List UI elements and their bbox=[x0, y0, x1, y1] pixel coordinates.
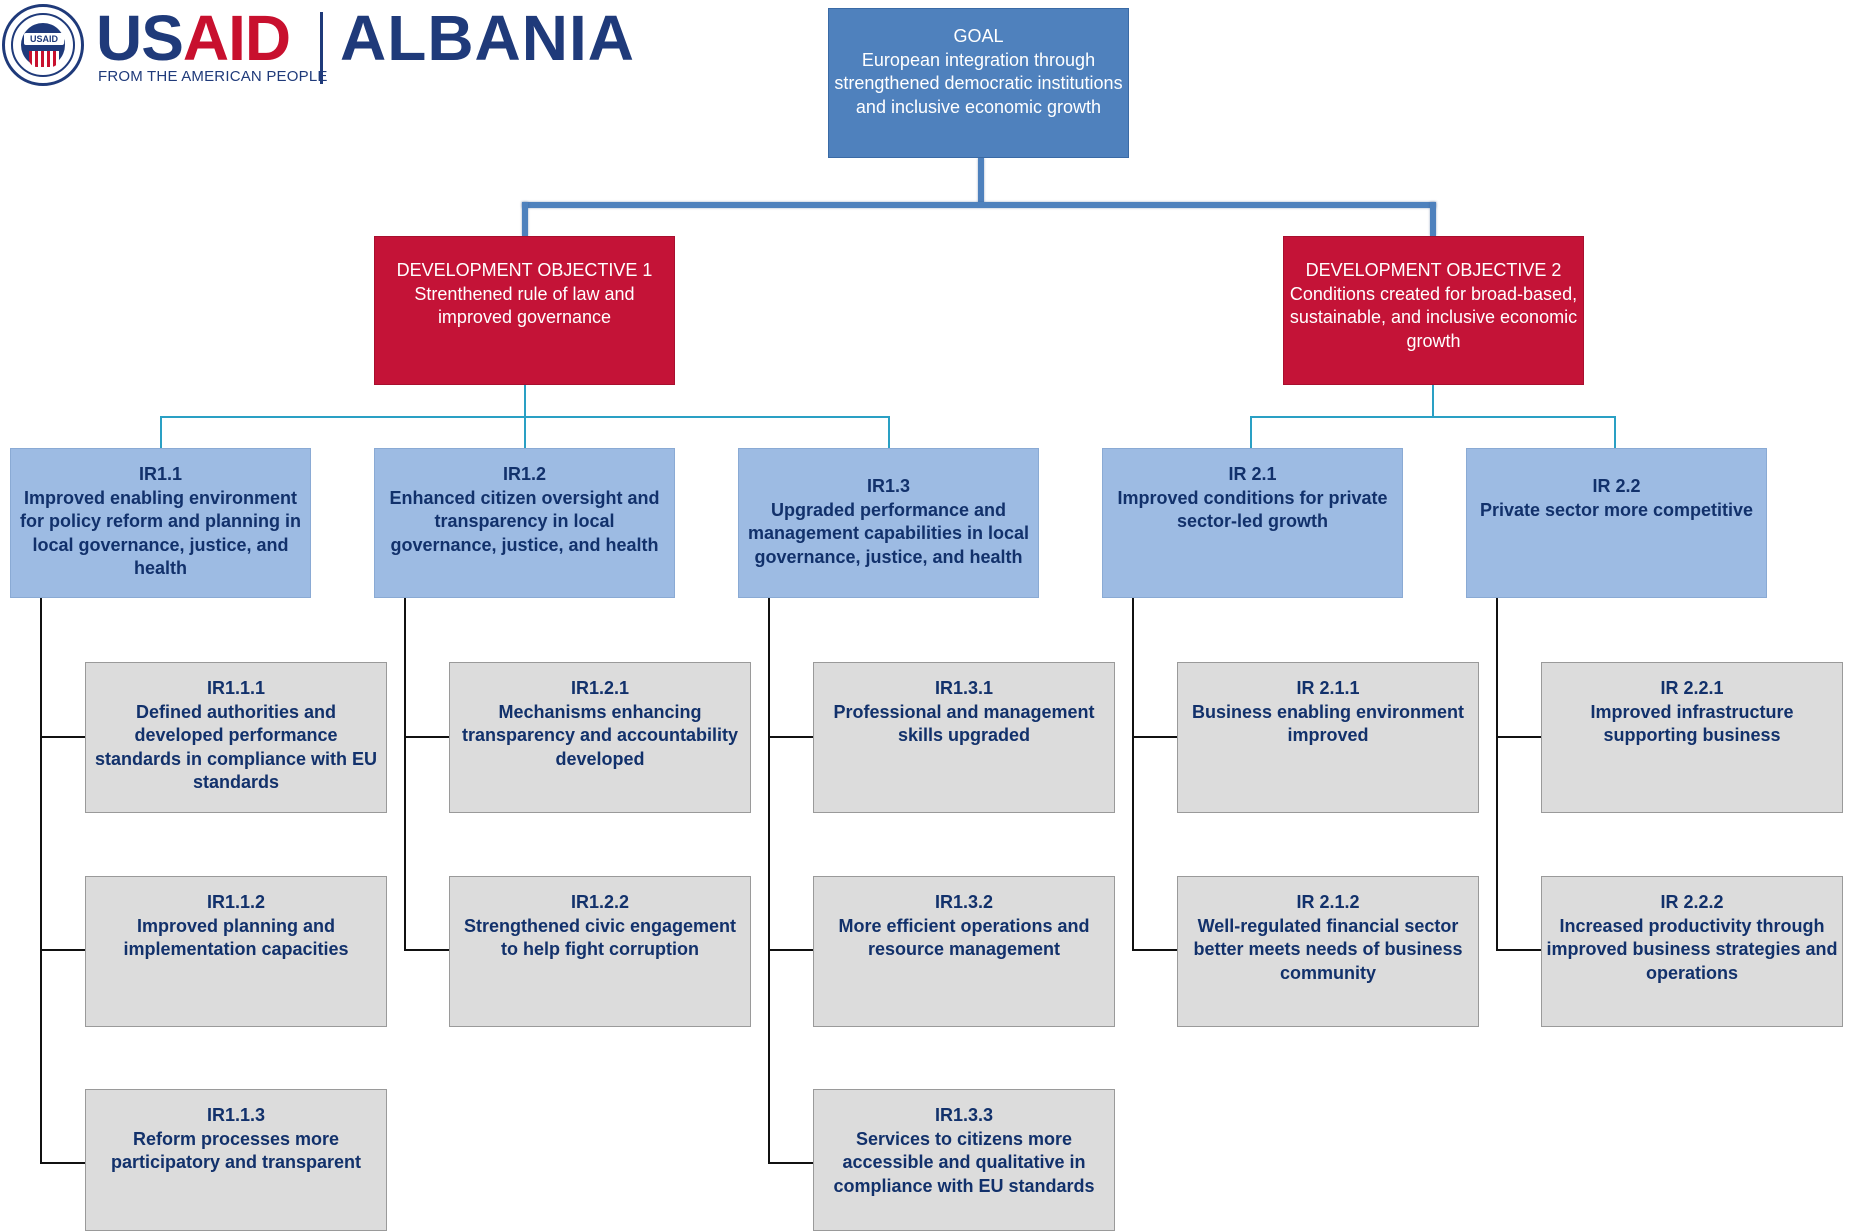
connector-goal-stem bbox=[978, 158, 984, 206]
connector-ir113-branch bbox=[40, 1162, 86, 1164]
ir-2-2-2-box: IR 2.2.2 Increased productivity through … bbox=[1541, 876, 1843, 1027]
country-name: ALBANIA bbox=[340, 2, 635, 74]
ir-2-2-code: IR 2.2 bbox=[1592, 476, 1641, 496]
goal-code: GOAL bbox=[953, 26, 1004, 46]
ir-1-1-box: IR1.1 Improved enabling environment for … bbox=[10, 448, 311, 598]
usaid-albania-logo: USAID USAID FROM THE AMERICAN PEOPLE ALB… bbox=[0, 0, 660, 100]
connector-ir211-branch bbox=[1132, 736, 1178, 738]
ir-2-2-1-text: Improved infrastructure supporting busin… bbox=[1590, 701, 1794, 746]
ir-2-1-2-text: Well-regulated financial sector better m… bbox=[1193, 915, 1463, 983]
ir-2-1-1-code: IR 2.1.1 bbox=[1296, 678, 1360, 698]
connector-ir222-branch bbox=[1496, 949, 1542, 951]
ir-1-3-1-box: IR1.3.1 Professional and management skil… bbox=[813, 662, 1115, 813]
connector-ir11-trunk bbox=[40, 598, 42, 1164]
seal-label: USAID bbox=[29, 34, 58, 44]
ir-1-3-1-code: IR1.3.1 bbox=[934, 678, 994, 698]
ir-2-2-box: IR 2.2 Private sector more competitive bbox=[1466, 448, 1767, 598]
connector-do2-bar bbox=[1250, 416, 1616, 418]
do2-text: Conditions created for broad-based, sust… bbox=[1289, 283, 1578, 351]
do1-text: Strenthened rule of law and improved gov… bbox=[414, 283, 635, 328]
development-objective-1-box: DEVELOPMENT OBJECTIVE 1 Strenthened rule… bbox=[374, 236, 675, 385]
ir-2-1-1-box: IR 2.1.1 Business enabling environment i… bbox=[1177, 662, 1479, 813]
ir-1-3-2-code: IR1.3.2 bbox=[934, 892, 994, 912]
ir-1-2-1-text: Mechanisms enhancing transparency and ac… bbox=[461, 701, 739, 769]
connector-ir121-branch bbox=[404, 736, 450, 738]
ir-1-1-1-code: IR1.1.1 bbox=[206, 678, 266, 698]
ir-2-1-code: IR 2.1 bbox=[1228, 464, 1277, 484]
ir-1-1-1-box: IR1.1.1 Defined authorities and develope… bbox=[85, 662, 387, 813]
ir-2-1-1-text: Business enabling environment improved bbox=[1191, 701, 1465, 746]
ir-1-3-2-text: More efficient operations and resource m… bbox=[838, 915, 1090, 960]
ir-1-1-2-text: Improved planning and implementation cap… bbox=[123, 915, 349, 960]
connector-ir22-trunk bbox=[1496, 598, 1498, 951]
connector-ir11-drop bbox=[160, 416, 162, 448]
connector-ir13-drop bbox=[888, 416, 890, 448]
connector-ir21-drop bbox=[1250, 416, 1252, 448]
goal-box: GOAL European integration through streng… bbox=[828, 8, 1129, 158]
usaid-seal-icon: USAID bbox=[2, 4, 84, 86]
ir-2-2-text: Private sector more competitive bbox=[1479, 499, 1754, 520]
ir-2-2-1-code: IR 2.2.1 bbox=[1660, 678, 1724, 698]
ir-1-2-2-box: IR1.2.2 Strengthened civic engagement to… bbox=[449, 876, 751, 1027]
logo-divider bbox=[320, 12, 323, 84]
ir-1-2-code: IR1.2 bbox=[502, 464, 547, 484]
ir-1-1-code: IR1.1 bbox=[138, 464, 183, 484]
connector-do2-down bbox=[1432, 384, 1434, 418]
connector-ir112-branch bbox=[40, 949, 86, 951]
development-objective-2-box: DEVELOPMENT OBJECTIVE 2 Conditions creat… bbox=[1283, 236, 1584, 385]
ir-2-2-2-code: IR 2.2.2 bbox=[1660, 892, 1724, 912]
ir-1-1-3-box: IR1.1.3 Reform processes more participat… bbox=[85, 1089, 387, 1231]
connector-do2-stem bbox=[1430, 202, 1436, 236]
ir-1-3-1-text: Professional and management skills upgra… bbox=[833, 701, 1095, 746]
connector-do1-stem bbox=[522, 202, 528, 236]
connector-ir12-drop bbox=[524, 416, 526, 448]
usaid-tagline: FROM THE AMERICAN PEOPLE bbox=[98, 68, 328, 85]
ir-2-2-1-box: IR 2.2.1 Improved infrastructure support… bbox=[1541, 662, 1843, 813]
ir-1-1-3-code: IR1.1.3 bbox=[206, 1105, 266, 1125]
ir-1-1-2-box: IR1.1.2 Improved planning and implementa… bbox=[85, 876, 387, 1027]
ir-1-3-3-code: IR1.3.3 bbox=[934, 1105, 994, 1125]
usaid-wordmark: USAID bbox=[96, 2, 291, 74]
connector-do1-down bbox=[524, 384, 526, 418]
do2-code: DEVELOPMENT OBJECTIVE 2 bbox=[1305, 260, 1562, 280]
ir-1-1-2-code: IR1.1.2 bbox=[206, 892, 266, 912]
connector-ir21-trunk bbox=[1132, 598, 1134, 951]
ir-1-1-1-text: Defined authorities and developed perfor… bbox=[94, 701, 378, 793]
connector-ir122-branch bbox=[404, 949, 450, 951]
ir-2-1-2-code: IR 2.1.2 bbox=[1296, 892, 1360, 912]
connector-ir221-branch bbox=[1496, 736, 1542, 738]
ir-1-3-box: IR1.3 Upgraded performance and managemen… bbox=[738, 448, 1039, 598]
ir-1-2-1-code: IR1.2.1 bbox=[570, 678, 630, 698]
ir-2-2-2-text: Increased productivity through improved … bbox=[1546, 915, 1838, 983]
ir-1-2-box: IR1.2 Enhanced citizen oversight and tra… bbox=[374, 448, 675, 598]
connector-ir13-trunk bbox=[768, 598, 770, 1164]
connector-goal-bar bbox=[522, 202, 1436, 208]
connector-ir132-branch bbox=[768, 949, 814, 951]
ir-1-2-2-text: Strengthened civic engagement to help fi… bbox=[463, 915, 737, 960]
connector-ir12-trunk bbox=[404, 598, 406, 951]
ir-1-1-text: Improved enabling environment for policy… bbox=[19, 487, 301, 579]
ir-1-2-2-code: IR1.2.2 bbox=[570, 892, 630, 912]
connector-ir133-branch bbox=[768, 1162, 814, 1164]
ir-1-3-code: IR1.3 bbox=[866, 476, 911, 496]
connector-ir22-drop bbox=[1614, 416, 1616, 448]
goal-text: European integration through strengthene… bbox=[834, 49, 1123, 117]
connector-ir111-branch bbox=[40, 736, 86, 738]
connector-ir131-branch bbox=[768, 736, 814, 738]
ir-2-1-text: Improved conditions for private sector-l… bbox=[1117, 487, 1388, 532]
ir-1-1-3-text: Reform processes more participatory and … bbox=[110, 1128, 362, 1173]
ir-1-2-text: Enhanced citizen oversight and transpare… bbox=[389, 487, 660, 555]
ir-1-2-1-box: IR1.2.1 Mechanisms enhancing transparenc… bbox=[449, 662, 751, 813]
ir-1-3-2-box: IR1.3.2 More efficient operations and re… bbox=[813, 876, 1115, 1027]
ir-1-3-3-box: IR1.3.3 Services to citizens more access… bbox=[813, 1089, 1115, 1231]
ir-1-3-text: Upgraded performance and management capa… bbox=[747, 499, 1030, 567]
connector-ir212-branch bbox=[1132, 949, 1178, 951]
do1-code: DEVELOPMENT OBJECTIVE 1 bbox=[396, 260, 653, 280]
ir-1-3-3-text: Services to citizens more accessible and… bbox=[833, 1128, 1095, 1196]
ir-2-1-2-box: IR 2.1.2 Well-regulated financial sector… bbox=[1177, 876, 1479, 1027]
ir-2-1-box: IR 2.1 Improved conditions for private s… bbox=[1102, 448, 1403, 598]
